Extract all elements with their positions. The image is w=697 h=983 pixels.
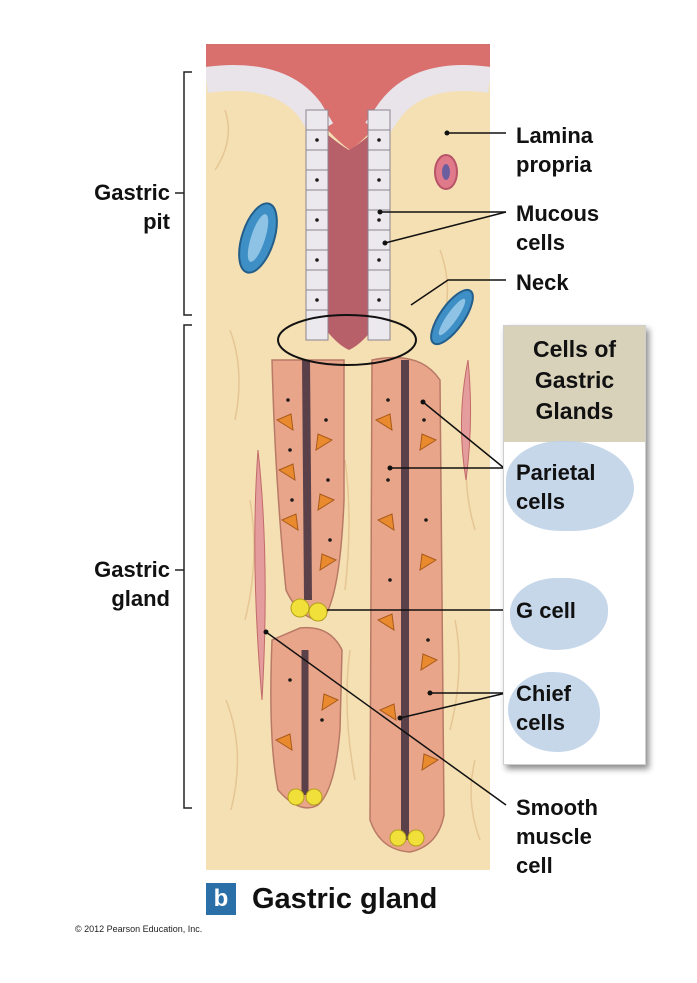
- tissue-section: [206, 44, 490, 870]
- cells-legend-box: Cells of Gastric Glands: [503, 325, 646, 765]
- parietal-cells: [274, 413, 440, 771]
- label-lamina-propria: Lamina propria: [516, 123, 594, 177]
- parietal-highlight: [506, 441, 634, 531]
- cell-nuclei: [286, 138, 430, 722]
- leader-dots: [263, 130, 450, 721]
- label-brackets: [175, 71, 192, 809]
- label-g-cell: G cell: [516, 598, 576, 623]
- label-parietal-cells: Parietal cells: [516, 460, 596, 514]
- mucous-cell-dividers: [306, 129, 390, 311]
- label-gastric-pit: Gastric pit: [94, 180, 170, 234]
- g-cells: [287, 598, 425, 847]
- label-chief-cells: Chief cells: [516, 681, 571, 735]
- smooth-muscle-cell-left: [254, 449, 266, 701]
- label-mucous-cells: Mucous cells: [516, 201, 600, 255]
- mucous-cells-left-wall: [305, 109, 329, 341]
- neck-outline: [277, 314, 417, 366]
- leader-lines: [265, 132, 507, 806]
- g-cell-highlight: [510, 578, 608, 650]
- gastric-pit-bracket: [175, 71, 192, 316]
- copyright-notice: © 2012 Pearson Education, Inc.: [75, 924, 203, 934]
- figure-part-badge: b: [206, 883, 236, 915]
- legend-title: Cells of Gastric Glands: [504, 326, 645, 442]
- label-smooth-muscle-cell: Smooth muscle cell: [516, 795, 598, 878]
- smooth-muscle-cell-right: [460, 359, 472, 481]
- gland-tubule-right: [369, 356, 445, 853]
- figure-caption: Gastric gland: [252, 883, 438, 915]
- gastric-gland-bracket: [175, 324, 192, 809]
- chief-highlight: [508, 672, 600, 752]
- label-neck: Neck: [516, 270, 569, 295]
- gland-tubule-left-lower: [270, 626, 343, 809]
- gastric-pit-lumen: [322, 130, 376, 350]
- surface-epithelium: [206, 65, 490, 138]
- label-gastric-gland: Gastric gland: [94, 557, 170, 611]
- stomach-lumen-surface: [206, 44, 490, 150]
- mucous-cells-right-wall: [367, 109, 391, 341]
